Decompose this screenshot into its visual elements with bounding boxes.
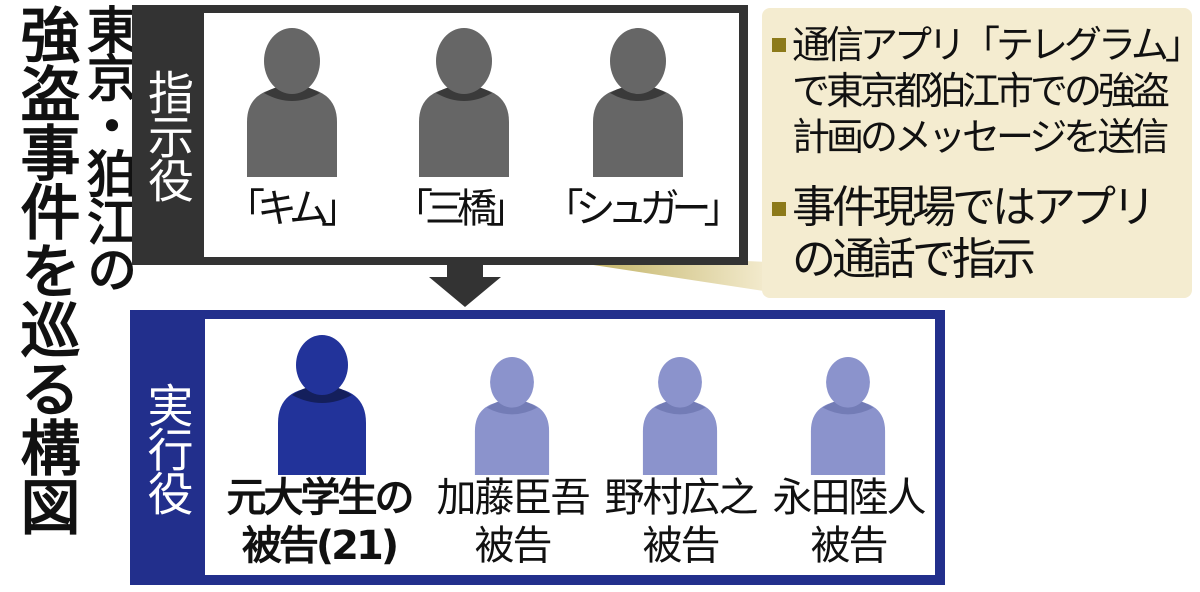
person-icon-highlighted [278, 335, 366, 475]
title-line-1: 東京・狛江の [79, 4, 137, 292]
person-icon [474, 357, 550, 475]
callout-box: 通信アプリ「テレグラム」で東京都狛江市での強盗計画のメッセージを送信 事件現場で… [762, 8, 1192, 298]
executor-label: 加藤臣吾 被告 [436, 475, 591, 569]
title-line-2: 強盗事件を巡る構図 [10, 4, 80, 535]
bullet-square-icon [772, 38, 786, 52]
director-name: 「三橋」 [393, 186, 529, 232]
executor-label: 野村広之 被告 [604, 475, 759, 569]
directors-role-label: 指示役 [141, 69, 195, 201]
person-icon [247, 28, 337, 177]
person-icon [810, 357, 886, 475]
callout-item: 通信アプリ「テレグラム」で東京都狛江市での強盗計画のメッセージを送信 [772, 22, 1184, 160]
person-icon [593, 28, 683, 177]
directors-box: 指示役 「キム」 「三橋」 「シュガー」 [132, 5, 748, 265]
person-icon [642, 357, 718, 475]
arrow-down-icon [429, 265, 501, 307]
executors-box: 実行役 元大学生の 被告(21) 加藤臣吾 被告 野村広之 被告 永田陸人 被告 [130, 310, 945, 585]
executor-label: 永田陸人 被告 [772, 475, 927, 569]
executor-label: 元大学生の 被告(21) [226, 475, 415, 569]
person-icon [419, 28, 509, 177]
callout-item: 事件現場ではアプリの通話で指示 [772, 182, 1182, 286]
bullet-square-icon [772, 202, 786, 216]
director-name: 「キム」 [225, 186, 361, 232]
director-name: 「シュガー」 [543, 186, 744, 232]
executors-role-label: 実行役 [140, 381, 195, 514]
